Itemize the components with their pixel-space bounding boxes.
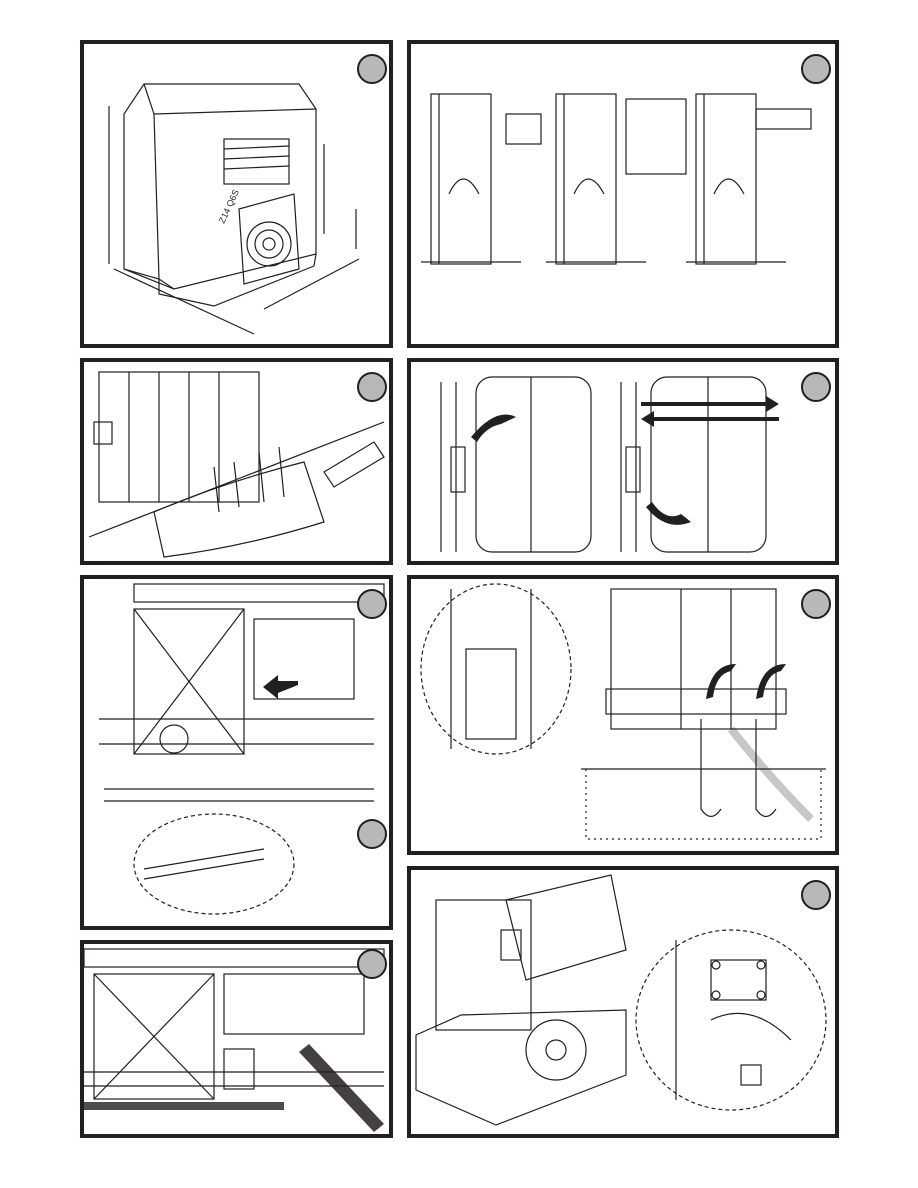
rack-icon — [84, 579, 389, 926]
panel-rack-weld-end — [80, 940, 393, 1138]
step-badge — [801, 372, 831, 402]
motor-housing-icon: Z14 Q6S — [84, 44, 389, 344]
panel-motor-leveling — [407, 575, 839, 855]
step-badge — [357, 372, 387, 402]
step-badge — [357, 54, 387, 84]
motor-icon — [411, 579, 835, 851]
step-badge — [801, 589, 831, 619]
step-badge — [357, 819, 387, 849]
step-badge — [801, 54, 831, 84]
step-badge — [357, 589, 387, 619]
motor-cover-icon — [411, 362, 835, 561]
rack-bracket-icon — [411, 44, 835, 344]
panel-release-lever — [407, 358, 839, 565]
limit-switch-icon — [741, 1065, 761, 1085]
panel-control-board — [407, 866, 839, 1138]
panel-foundation-plate — [80, 358, 393, 565]
curved-arrow-icon — [471, 415, 516, 443]
arrow-icon — [641, 396, 779, 412]
welding-torch-icon — [84, 944, 389, 1134]
step-badge — [801, 880, 831, 910]
arrow-icon — [263, 675, 298, 699]
step-badge — [357, 949, 387, 979]
panel-rack-welding — [80, 575, 393, 930]
gear-spec-label: Z14 Q6S — [217, 188, 241, 225]
anchor-bolt-icon — [84, 362, 389, 561]
panel-motor-overview: Z14 Q6S — [80, 40, 393, 348]
panel-rack-mounting-options — [407, 40, 839, 348]
control-board-icon — [411, 870, 835, 1134]
